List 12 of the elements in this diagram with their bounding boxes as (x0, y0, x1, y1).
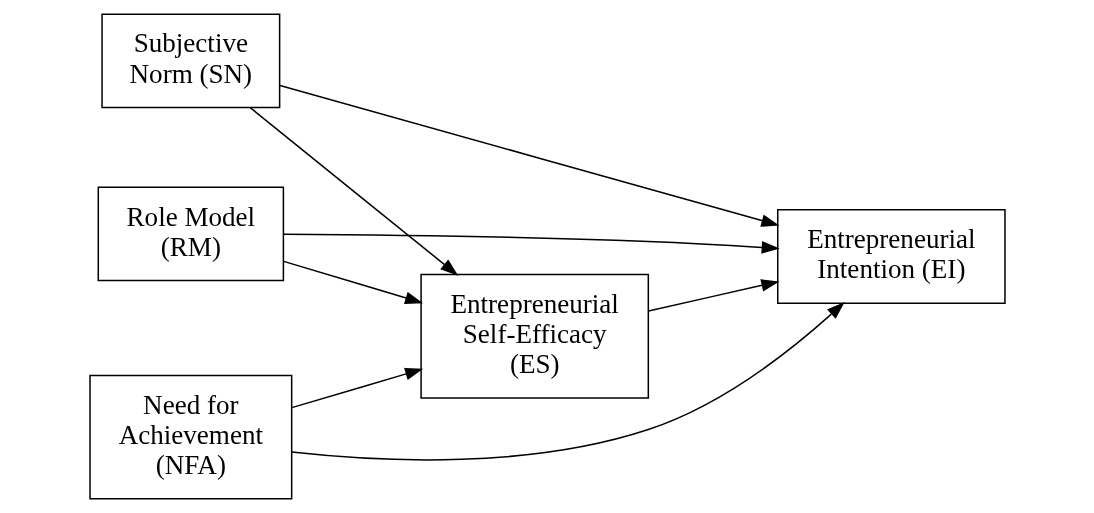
arrow (282, 233, 780, 254)
arrow (278, 84, 779, 227)
arrow (248, 106, 458, 276)
node-box: Subjective Norm (SN) (100, 13, 280, 109)
arrow (290, 367, 423, 409)
arrow (282, 260, 423, 305)
node-box: Role Model (RM) (97, 186, 284, 282)
node-box: Entrepreneurial Intention (EI) (776, 209, 1006, 304)
arrow (647, 279, 779, 312)
arrow (290, 302, 845, 461)
node-box: Entrepreneurial Self-Efficacy (ES) (419, 273, 649, 399)
node-box: Need for Achievement (NFA) (88, 374, 292, 500)
